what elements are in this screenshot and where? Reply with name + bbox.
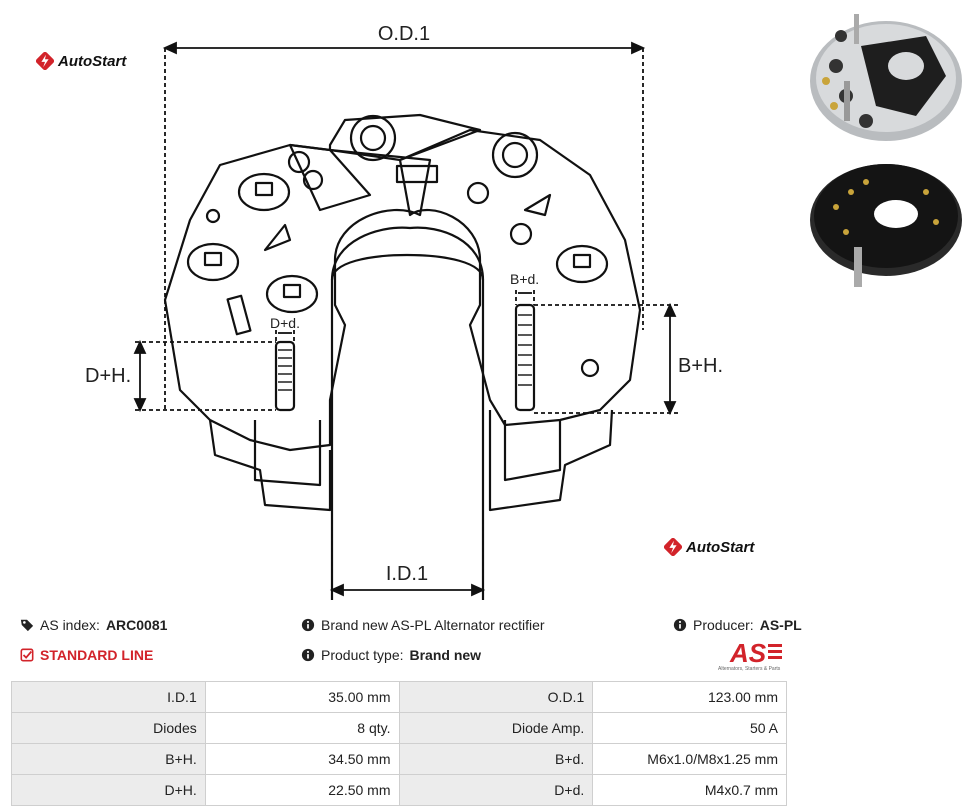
as-pl-logo: AS Alternators, Starters & Parts [718, 638, 782, 672]
bh-label: B+H. [678, 355, 723, 377]
autostart-logo-icon [664, 538, 682, 556]
product-photo-top[interactable] [806, 6, 966, 151]
autostart-logo-icon [36, 52, 54, 70]
table-row: I.D.1 35.00 mm O.D.1 123.00 mm [11, 681, 787, 713]
spec-key: O.D.1 [398, 681, 594, 713]
specifications-table: I.D.1 35.00 mm O.D.1 123.00 mm Diodes 8 … [11, 681, 787, 806]
info-circle-icon [673, 618, 687, 632]
spec-key: B+H. [11, 743, 206, 775]
spec-value: 123.00 mm [592, 681, 787, 713]
spec-value: M6x1.0/M8x1.25 mm [592, 743, 787, 775]
product-type-label: Product type: [321, 647, 404, 663]
spec-key: B+d. [398, 743, 594, 775]
table-row: D+H. 22.50 mm D+d. M4x0.7 mm [11, 774, 787, 806]
spec-key: Diodes [11, 712, 206, 744]
producer-label: Producer: [693, 617, 754, 633]
description-text: Brand new AS-PL Alternator rectifier [321, 617, 545, 633]
product-description: Brand new AS-PL Alternator rectifier [301, 617, 545, 633]
spec-value: 50 A [592, 712, 787, 744]
od-label: O.D.1 [378, 23, 430, 45]
spec-value: 22.50 mm [204, 774, 400, 806]
spec-value: 35.00 mm [204, 681, 400, 713]
id-label: I.D.1 [386, 563, 428, 585]
brand-logo-top: AutoStart [36, 52, 126, 70]
spec-key: D+d. [398, 774, 594, 806]
spec-key: D+H. [11, 774, 206, 806]
dh-label: D+H. [85, 365, 131, 387]
product-photo-bottom[interactable] [806, 152, 966, 292]
product-type: Product type: Brand new [301, 647, 481, 663]
table-row: Diodes 8 qty. Diode Amp. 50 A [11, 712, 787, 744]
as-pl-logo-text: AS [729, 638, 767, 668]
standard-line-label: STANDARD LINE [40, 647, 154, 663]
standard-line-badge: STANDARD LINE [20, 647, 153, 663]
checkbox-checked-icon [20, 648, 34, 662]
as-index-value: ARC0081 [105, 617, 168, 633]
brand-name: AutoStart [58, 52, 127, 70]
info-circle-icon [301, 648, 315, 662]
bd-label: B+d. [510, 271, 539, 287]
spec-key: I.D.1 [11, 681, 206, 713]
as-pl-tagline: Alternators, Starters & Parts [718, 666, 781, 672]
spec-value: 8 qty. [204, 712, 400, 744]
rectifier-technical-drawing: O.D.1 I.D.1 D+H. B+H. D+d. B+d. [85, 23, 723, 600]
producer-value: AS-PL [759, 617, 802, 633]
product-type-value: Brand new [409, 647, 482, 663]
info-circle-icon [301, 618, 315, 632]
dd-label: D+d. [270, 315, 300, 331]
table-row: B+H. 34.50 mm B+d. M6x1.0/M8x1.25 mm [11, 743, 787, 775]
as-index-label: AS index: [40, 617, 100, 633]
producer: Producer: AS-PL [673, 617, 802, 633]
brand-name: AutoStart [686, 538, 755, 556]
spec-value: M4x0.7 mm [592, 774, 787, 806]
tags-icon [20, 619, 34, 632]
spec-value: 34.50 mm [204, 743, 400, 775]
spec-key: Diode Amp. [398, 712, 594, 744]
as-index: AS index: ARC0081 [20, 617, 167, 633]
brand-logo-bottom: AutoStart [664, 538, 754, 556]
